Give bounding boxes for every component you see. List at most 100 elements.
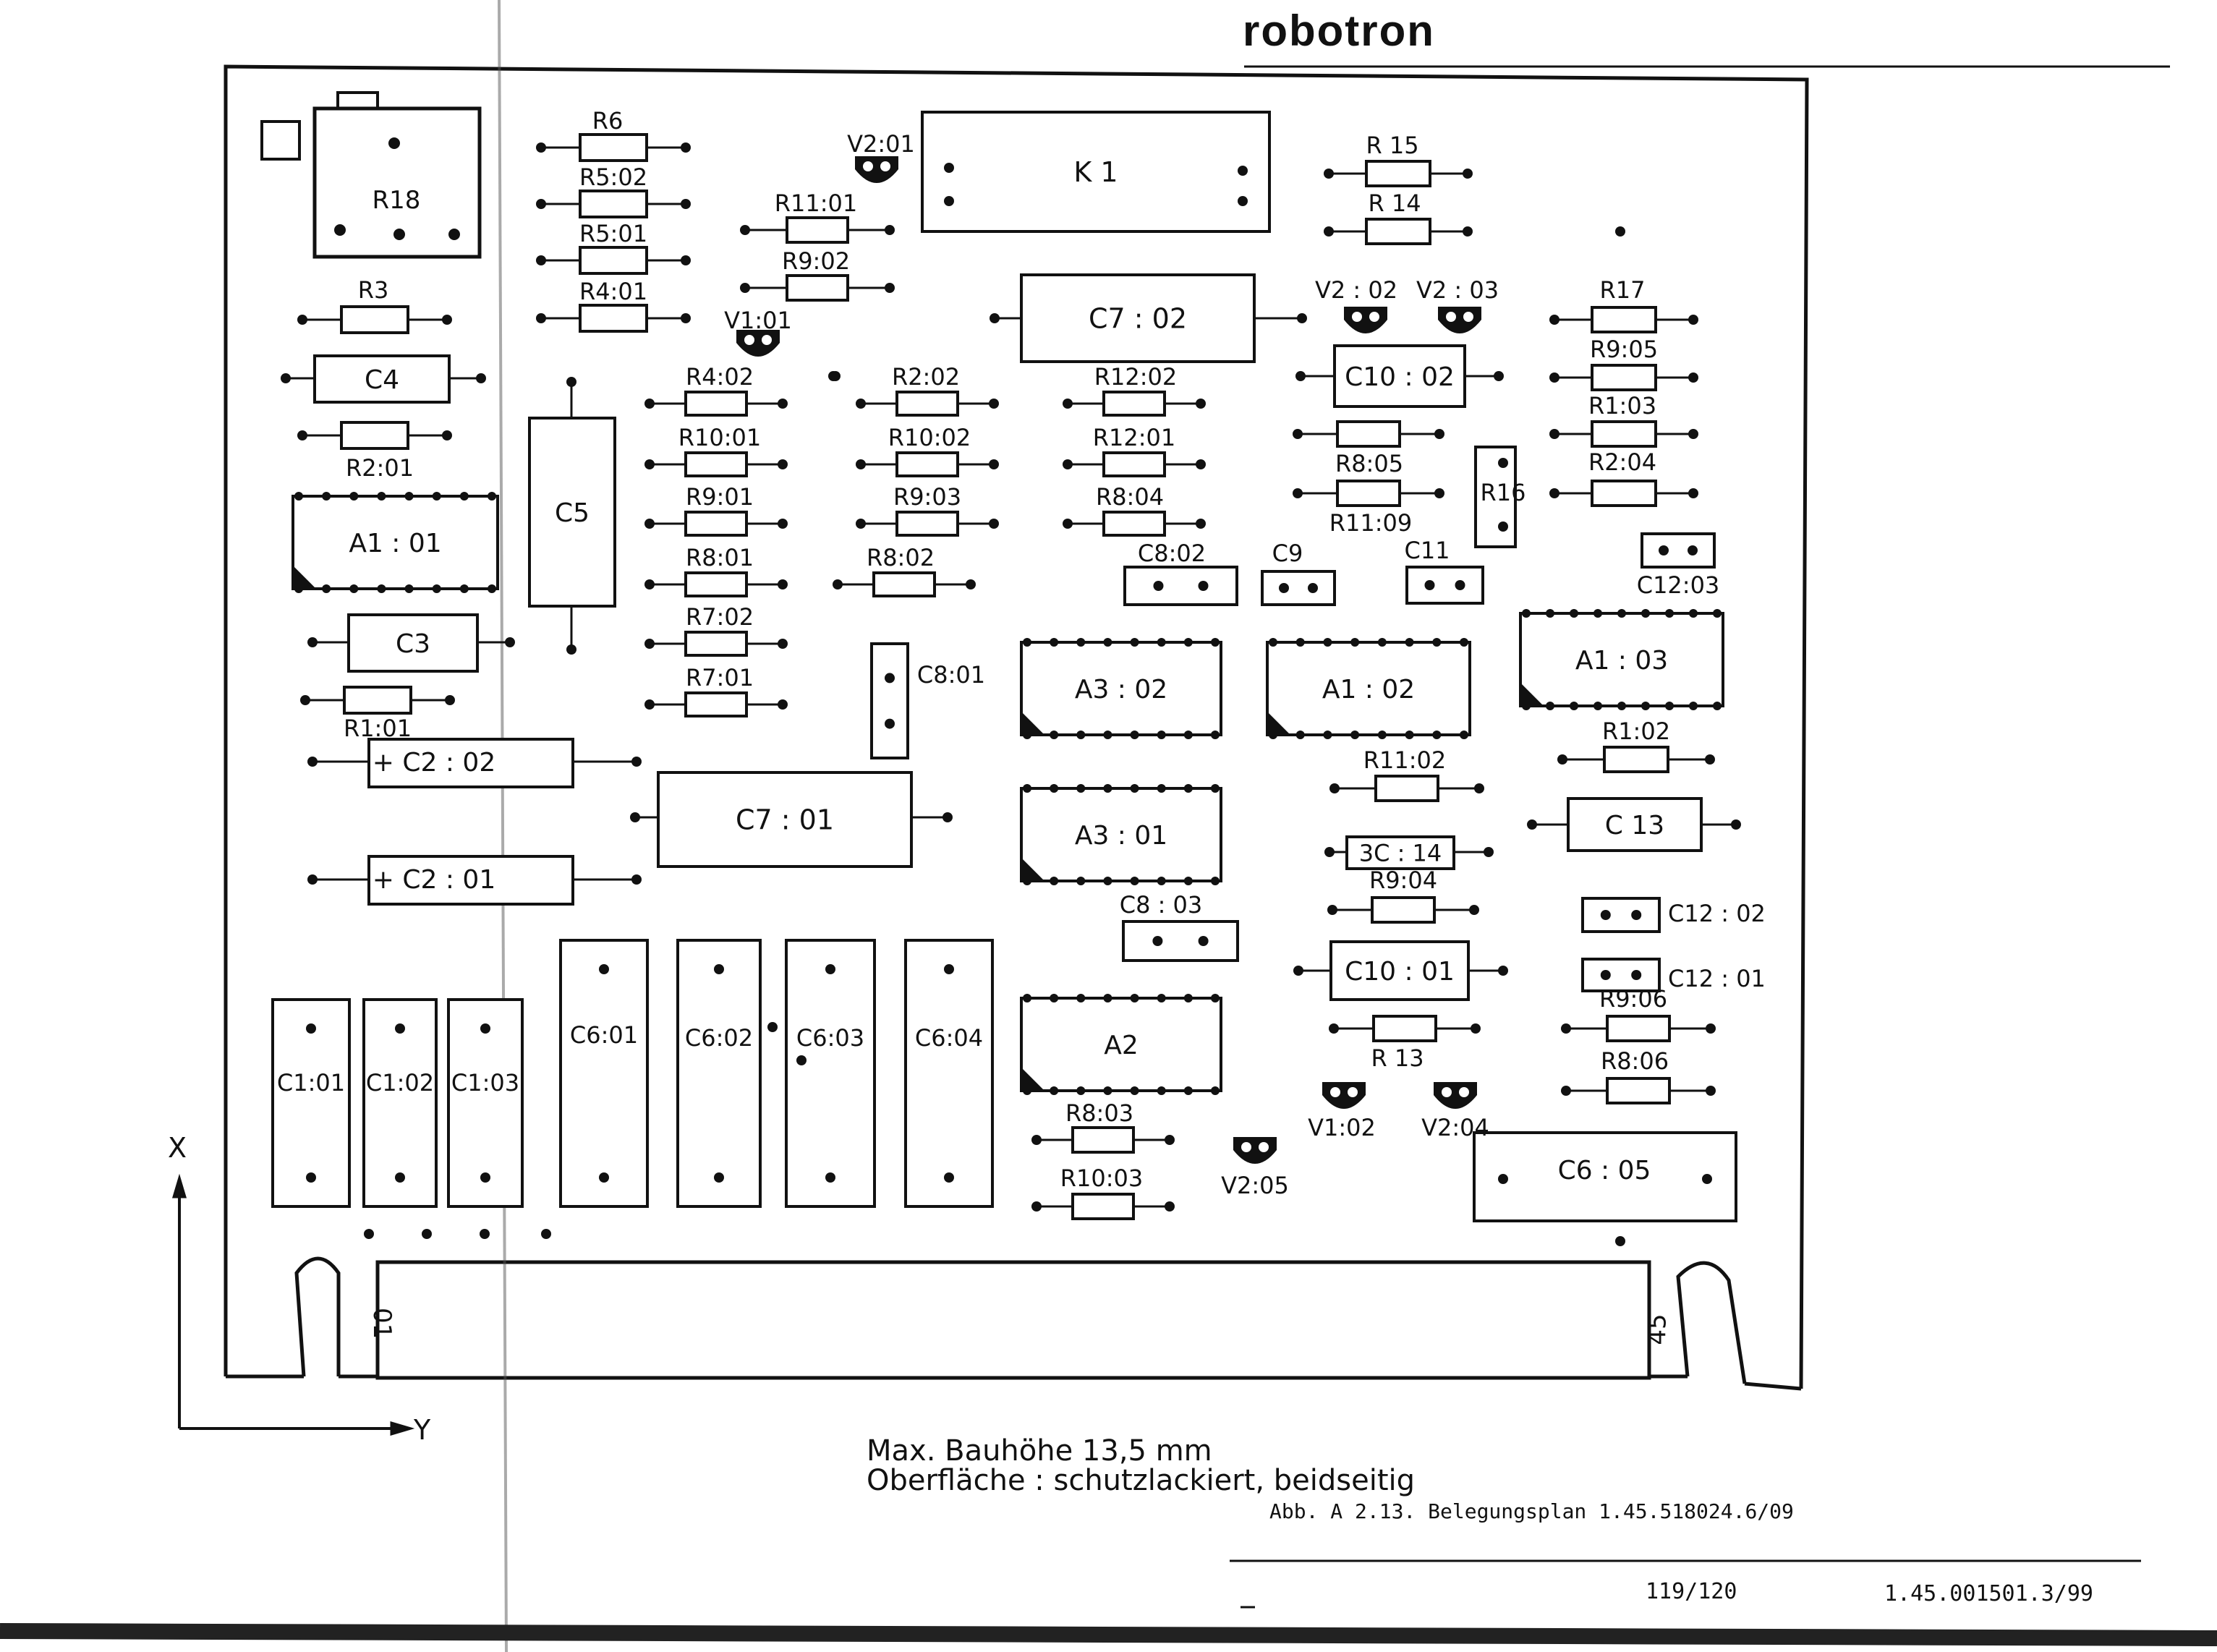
component-r3 <box>297 305 452 334</box>
component-r7-01 <box>644 691 788 718</box>
component-r2-01 <box>297 421 452 450</box>
label-r11-01: R11:01 <box>775 190 857 217</box>
label-c12-01: C12 : 01 <box>1668 965 1766 992</box>
component-v2-05 <box>1233 1137 1277 1164</box>
component-v1-01 <box>736 330 780 357</box>
component-a1-01 <box>292 495 499 590</box>
component-r8-05 <box>1293 420 1444 448</box>
label-r9-03: R9:03 <box>893 483 961 511</box>
component-c1-01 <box>271 998 351 1208</box>
label-c3: C3 <box>396 629 430 659</box>
label-a1-01: A1 : 01 <box>349 529 441 558</box>
component-c4 <box>313 354 451 404</box>
component-c12-02 <box>1581 897 1661 933</box>
label-c6-01: C6:01 <box>570 1021 638 1049</box>
component-r8-03 <box>1031 1126 1175 1154</box>
component-r11-09 <box>1293 480 1444 507</box>
component-c13 <box>1567 797 1703 852</box>
component-r1-02 <box>1557 746 1715 773</box>
label-c10-01: C10 : 01 <box>1345 957 1455 987</box>
component-a2 <box>1020 997 1222 1092</box>
label-c8-02: C8:02 <box>1138 540 1206 567</box>
label-r8-03: R8:03 <box>1065 1099 1133 1127</box>
label-r12-01: R12:01 <box>1093 424 1175 451</box>
connector-pin-first: 01 <box>367 1308 396 1340</box>
component-r2-02 <box>856 391 999 417</box>
label-r10-01: R10:01 <box>678 424 761 451</box>
label-v2-03: V2 : 03 <box>1416 276 1499 304</box>
label-c2-01: + C2 : 01 <box>373 865 495 895</box>
label-r9-04: R9:04 <box>1369 867 1437 894</box>
label-c11: C11 <box>1404 537 1450 564</box>
label-r11-09: R11:09 <box>1329 509 1412 537</box>
component-r9-06 <box>1561 1015 1716 1042</box>
component-r1-03 <box>1549 420 1698 448</box>
connector-pin-last: 45 <box>1643 1313 1672 1345</box>
label-c13: C 13 <box>1605 811 1664 840</box>
label-r9-05: R9:05 <box>1590 336 1658 363</box>
label-a3-02: A3 : 02 <box>1075 675 1167 704</box>
axis-y-label: Y <box>414 1414 431 1446</box>
component-c12-03 <box>1641 532 1716 569</box>
label-v2-01: V2:01 <box>847 130 915 158</box>
component-r6 <box>536 133 691 162</box>
label-c12-02: C12 : 02 <box>1668 900 1766 927</box>
label-r7-01: R7:01 <box>686 664 754 691</box>
label-r17: R17 <box>1600 276 1646 304</box>
note-surface: Oberfläche : schutzlackiert, beidseitig <box>867 1464 1416 1497</box>
component-c6-03 <box>785 939 876 1208</box>
component-c6-04 <box>904 939 994 1208</box>
component-c1-03 <box>447 998 524 1208</box>
label-c6-02: C6:02 <box>685 1024 753 1052</box>
component-r9-03 <box>856 511 999 537</box>
component-r5-02 <box>536 190 691 218</box>
label-r8-01: R8:01 <box>686 544 754 571</box>
label-c4: C4 <box>365 365 399 395</box>
component-c1-02 <box>362 998 438 1208</box>
note-max-height: Max. Bauhöhe 13,5 mm <box>867 1434 1212 1468</box>
label-a3-01: A3 : 01 <box>1075 821 1167 851</box>
label-c6-03: C6:03 <box>796 1024 864 1052</box>
component-r8-06 <box>1561 1077 1716 1104</box>
component-c7-02 <box>1020 273 1256 363</box>
label-r7-02: R7:02 <box>686 603 754 631</box>
label-r8-05: R8:05 <box>1335 450 1403 477</box>
label-r4-01: R4:01 <box>579 278 647 305</box>
component-r14 <box>1324 218 1473 245</box>
label-c6-04: C6:04 <box>915 1024 983 1052</box>
label-r1-03: R1:03 <box>1588 392 1656 420</box>
label-v2-02: V2 : 02 <box>1315 276 1397 304</box>
component-r13 <box>1329 1015 1481 1042</box>
component-a3-01 <box>1020 787 1222 882</box>
component-r11-02 <box>1329 775 1484 802</box>
label-r4-02: R4:02 <box>686 363 754 391</box>
component-r4-02 <box>644 391 788 417</box>
label-c7-01: C7 : 01 <box>736 804 834 836</box>
component-c12-01 <box>1581 958 1661 992</box>
component-c8-01 <box>870 642 909 759</box>
page-number: 119/120 <box>1646 1579 1737 1604</box>
label-v1-01: V1:01 <box>724 307 792 334</box>
component-v2-01 <box>855 156 898 183</box>
label-v2-04: V2:04 <box>1421 1114 1489 1141</box>
label-c6-05: C6 : 05 <box>1558 1156 1651 1185</box>
label-c8-01: C8:01 <box>917 661 985 689</box>
axis-x-label: X <box>168 1132 187 1164</box>
component-r8-02 <box>833 571 976 597</box>
label-c7-02: C7 : 02 <box>1089 303 1187 335</box>
component-c6-02 <box>676 939 762 1208</box>
label-r12-02: R12:02 <box>1094 363 1177 391</box>
component-c6-05 <box>1473 1131 1737 1222</box>
component-r16 <box>1474 446 1517 548</box>
label-r3: R3 <box>358 276 389 304</box>
label-c5: C5 <box>555 498 590 528</box>
component-k1 <box>921 111 1271 233</box>
label-c1-02: C1:02 <box>366 1069 434 1097</box>
component-c5 <box>528 417 616 608</box>
label-r10-03: R10:03 <box>1060 1165 1143 1192</box>
component-c6-01 <box>559 939 649 1208</box>
label-r9-01: R9:01 <box>686 483 754 511</box>
label-v2-05: V2:05 <box>1221 1172 1289 1199</box>
component-r17 <box>1549 306 1698 333</box>
label-r14: R 14 <box>1368 190 1421 217</box>
